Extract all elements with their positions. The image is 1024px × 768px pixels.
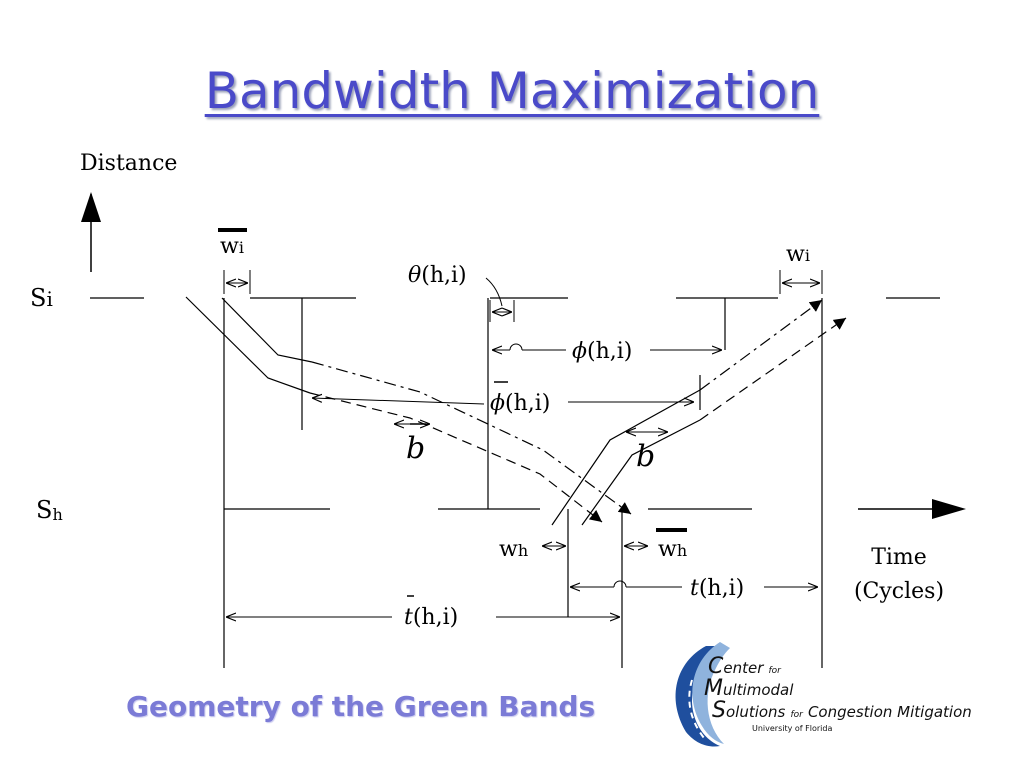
logo-congestion-text: Congestion Mitigation xyxy=(807,703,972,721)
slide-title: Bandwidth Maximization xyxy=(204,62,820,120)
signal-h-label: Sh xyxy=(36,496,63,524)
theta-label: θ(h,i) xyxy=(408,263,467,288)
diagram-labels: Distance Time (Cycles) Si Sh wi wi wh wh… xyxy=(30,151,944,630)
time-axis-arrowhead xyxy=(932,499,966,519)
logo-multimodal-text: ultimodal xyxy=(722,681,794,699)
w-i-bar-label: wi xyxy=(220,234,244,259)
axes xyxy=(81,192,966,519)
logo-solutions-text: olutions xyxy=(725,703,786,721)
w-i-label: wi xyxy=(786,242,810,267)
w-h-label: wh xyxy=(499,537,528,562)
road-swoosh-icon xyxy=(675,642,730,747)
logo-university: University of Florida xyxy=(752,724,833,733)
logo-m-initial: M xyxy=(704,676,723,701)
logo-for-text-2: for xyxy=(790,710,803,720)
logo-c-initial: C xyxy=(708,654,724,679)
overbars xyxy=(218,228,687,597)
w-h-bar-label: wh xyxy=(658,537,687,562)
distance-axis-arrowhead xyxy=(81,192,101,222)
inbound-band xyxy=(551,299,847,526)
phi-label: ϕ(h,i) xyxy=(572,339,632,364)
slide-subtitle: Geometry of the Green Bands xyxy=(126,690,596,723)
logo-for-text: for xyxy=(768,666,781,676)
t-label: t(h,i) xyxy=(690,576,744,601)
logo-s-initial: S xyxy=(712,698,726,723)
b-bar-label: b xyxy=(406,431,425,466)
signal-i-label: Si xyxy=(30,284,53,312)
dimension-markers xyxy=(223,270,823,617)
t-bar-label: t(h,i) xyxy=(404,605,458,630)
b-label: b xyxy=(636,439,655,474)
cmsc-logo: Center for Multimodal Solutions for Cong… xyxy=(662,640,1002,750)
distance-axis-label: Distance xyxy=(80,151,177,176)
outbound-band xyxy=(185,296,632,523)
logo-center-text: enter xyxy=(723,659,764,677)
time-axis-label: Time xyxy=(871,545,927,570)
cycles-label: (Cycles) xyxy=(854,579,944,604)
phi-bar-label: ϕ(h,i) xyxy=(490,391,550,416)
vertical-reference-lines xyxy=(223,298,823,668)
